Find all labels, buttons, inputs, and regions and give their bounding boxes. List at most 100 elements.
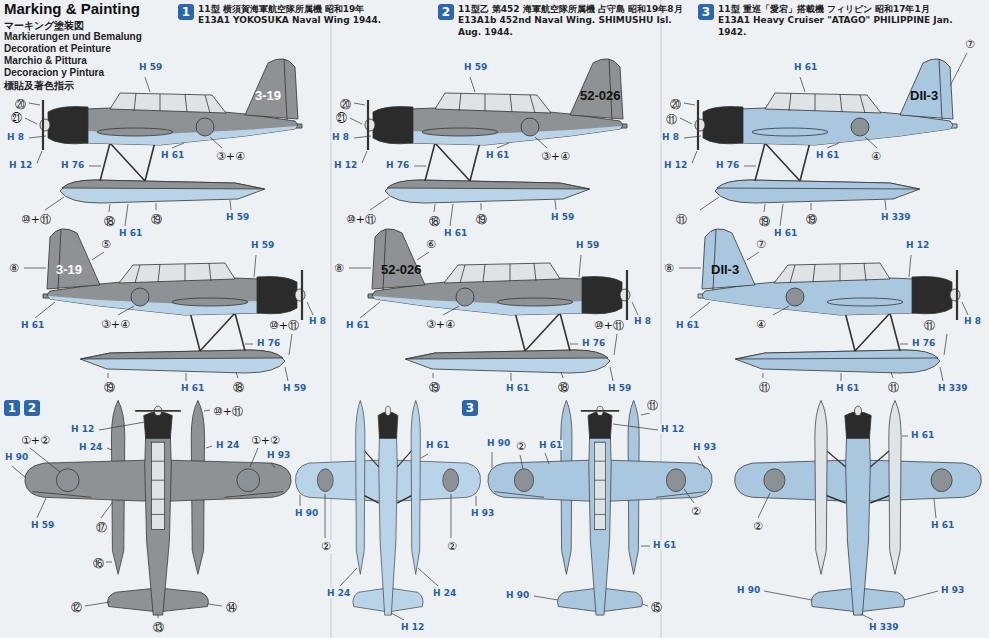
title-subtitle: Marchio & Pittura: [4, 55, 87, 66]
paint-code: H 93: [692, 442, 717, 452]
paint-code: H 93: [470, 508, 495, 518]
paint-code: H 61: [505, 383, 530, 393]
paint-code: H 61: [910, 430, 935, 440]
aircraft-side: [368, 229, 630, 373]
scheme-badge: 2: [438, 4, 454, 20]
paint-code: H 61: [443, 228, 468, 238]
callout-number: ⑲: [805, 212, 818, 227]
tail-code: DII-3: [711, 262, 739, 277]
paint-code: H 24: [326, 588, 351, 598]
paint-code: H 8: [633, 316, 652, 326]
paint-code: H 59: [575, 240, 600, 250]
callout-number: ⑥: [425, 238, 437, 251]
callout-number: ⑦: [964, 38, 976, 51]
paint-code: H 61: [815, 150, 840, 160]
paint-code: H 12: [8, 160, 33, 170]
callout-number: ㉑: [10, 112, 23, 125]
paint-code: H 61: [930, 520, 955, 530]
callout-number: ⑲: [758, 214, 771, 229]
header-line: E13A1b 452nd Naval Wing. SHIMUSHU Isl. A…: [458, 15, 694, 38]
callout-number: ⑤: [100, 238, 112, 251]
aircraft-bottom: [295, 400, 480, 615]
aircraft-side: [365, 59, 627, 203]
paint-code: H 12: [333, 160, 358, 170]
callout-number: ⑩+⑪: [345, 212, 377, 227]
scheme-header: 11型 横須賀海軍航空隊所属機 昭和19年E13A1 YOKOSUKA Nava…: [198, 4, 381, 27]
paint-code: H 61: [118, 228, 143, 238]
callout-number: ⑩+⑪: [268, 318, 300, 333]
callout-number: ⑰: [95, 520, 108, 535]
callout-number: ⑧: [663, 262, 675, 275]
callout-number: ⑱: [232, 380, 245, 395]
paint-code: H 61: [180, 383, 205, 393]
paint-code: H 24: [215, 440, 240, 450]
paint-code: H 76: [385, 160, 410, 170]
callout-number: ㉑: [335, 112, 348, 125]
scheme-node: 1: [4, 400, 20, 416]
paint-code: H 59: [463, 62, 488, 72]
paint-code: H 76: [911, 338, 936, 348]
leader-lines: [12, 410, 275, 618]
paint-code: H 76: [60, 160, 85, 170]
scheme-node: 311型 重巡「愛宕」搭載機 フィリピン 昭和17年1月E13A1 Heavy …: [698, 4, 984, 38]
aircraft-bottom: [735, 400, 982, 615]
paint-code: H 339: [868, 622, 899, 632]
paint-code: H 61: [160, 150, 185, 160]
callout-number: ⑮: [650, 600, 663, 615]
tail-code: 52-026: [381, 262, 421, 277]
scheme-badge: 2: [24, 400, 40, 416]
header-line: E13A1 Heavy Cruiser "ATAGO" PHILIPPINE J…: [718, 15, 984, 38]
paint-code: H 93: [266, 450, 291, 460]
scheme-header: 11型 重巡「愛宕」搭載機 フィリピン 昭和17年1月E13A1 Heavy C…: [718, 4, 984, 38]
paint-code: H 59: [282, 383, 307, 393]
title-subtitle: マーキング塗装図: [4, 19, 84, 33]
paint-code: H 24: [78, 442, 103, 452]
scheme-header: 11型乙 第452 海軍航空隊所属機 占守島 昭和19年8月E13A1b 452…: [458, 4, 694, 38]
paint-code: H 59: [138, 62, 163, 72]
callout-number: ④: [870, 150, 882, 163]
callout-number: ⑬: [152, 620, 165, 635]
callout-number: ⑳: [669, 97, 682, 112]
callout-number: ⑪: [665, 112, 678, 127]
paint-code: H 12: [663, 160, 688, 170]
callout-number: ⑱: [103, 214, 116, 229]
callout-number: ⑯: [92, 556, 105, 571]
paint-code: H 61: [652, 540, 677, 550]
paint-code: H 8: [6, 132, 25, 142]
paint-code: H 61: [675, 320, 700, 330]
aircraft-side: [43, 229, 305, 373]
scheme-badge: 1: [178, 4, 194, 20]
callout-number: ⑩+⑪: [20, 212, 52, 227]
callout-number: ⑱: [557, 380, 570, 395]
header-line: 11型 横須賀海軍航空隊所属機 昭和19年: [198, 4, 381, 15]
tail-code: 3-19: [255, 88, 281, 103]
leader-lines: [680, 77, 886, 226]
paint-code: H 12: [905, 240, 930, 250]
tail-code: DII-3: [910, 88, 938, 103]
title-subtitle: Markierungen und Bemalung: [4, 31, 142, 42]
scheme-node: 211型乙 第452 海軍航空隊所属機 占守島 昭和19年8月E13A1b 45…: [438, 4, 694, 38]
paint-code: H 61: [20, 320, 45, 330]
leader-lines: [350, 77, 556, 226]
callout-number: ⑩+⑪: [212, 404, 244, 419]
callout-number: ⑳: [14, 97, 27, 112]
paint-code: H 8: [661, 132, 680, 142]
callout-number: ④: [755, 318, 767, 331]
callout-number: ③+④: [540, 150, 571, 163]
callout-number: ⑧: [333, 262, 345, 275]
paint-code: H 59: [550, 212, 575, 222]
callout-number: ⑲: [475, 212, 488, 227]
title-text: Marking & Painting: [4, 0, 140, 17]
paint-code: H 8: [308, 316, 327, 326]
callout-number: ③+④: [425, 318, 456, 331]
paint-code: H 59: [225, 212, 250, 222]
aircraft-top: [488, 400, 712, 615]
tail-code: 52-026: [580, 88, 620, 103]
header-line: 11型乙 第452 海軍航空隊所属機 占守島 昭和19年8月: [458, 4, 694, 15]
scheme-badge: 1: [4, 400, 20, 416]
paint-code: H 90: [505, 590, 530, 600]
leader-lines: [25, 77, 231, 226]
paint-code: H 93: [940, 585, 965, 595]
callout-number: ⑳: [339, 97, 352, 112]
paint-code: H 90: [736, 585, 761, 595]
